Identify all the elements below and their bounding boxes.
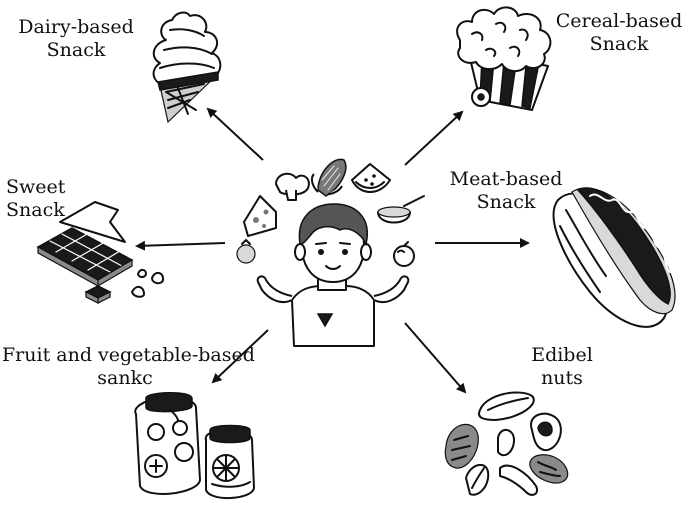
label-cereal-line1: Cereal-based — [555, 10, 683, 32]
fruit-jars-icon — [134, 392, 255, 500]
popcorn-icon — [456, 6, 552, 111]
label-meat-snack: Meat-based Snack — [446, 168, 566, 214]
label-dairy-line1: Dairy-based — [18, 16, 134, 38]
arrow-to-fruit — [211, 329, 269, 384]
label-dairy-line2: Snack — [46, 39, 106, 61]
label-nuts: Edibel nuts — [522, 344, 602, 390]
arrow-to-cereal — [404, 110, 464, 166]
label-cereal-snack: Cereal-based Snack — [554, 10, 684, 56]
label-meat-line1: Meat-based — [449, 168, 563, 190]
arrow-to-nuts — [404, 322, 467, 394]
ice-cream-cone-icon — [152, 11, 222, 124]
child-juggling-food-icon — [236, 158, 425, 347]
label-sweet-snack: Sweet Snack — [6, 176, 86, 222]
nuts-icon — [444, 391, 569, 496]
arrows — [135, 107, 530, 394]
label-meat-line2: Snack — [476, 191, 536, 213]
label-nuts-line2: nuts — [541, 367, 583, 389]
hot-dog-icon — [552, 187, 676, 328]
chocolate-bar-icon — [36, 201, 165, 304]
label-sweet-line1: Sweet — [6, 176, 66, 198]
label-fruit-snack: Fruit and vegetable-based sankc — [2, 344, 255, 390]
label-fruit-line1: Fruit and vegetable-based — [2, 344, 255, 366]
label-sweet-line2: Snack — [6, 199, 65, 221]
label-fruit-line2: sankc — [97, 367, 153, 389]
label-cereal-line2: Snack — [589, 33, 649, 55]
label-nuts-line1: Edibel — [531, 344, 593, 366]
label-dairy-snack: Dairy-based Snack — [16, 16, 136, 62]
arrow-to-sweet — [135, 240, 226, 251]
arrow-to-dairy — [206, 107, 264, 161]
